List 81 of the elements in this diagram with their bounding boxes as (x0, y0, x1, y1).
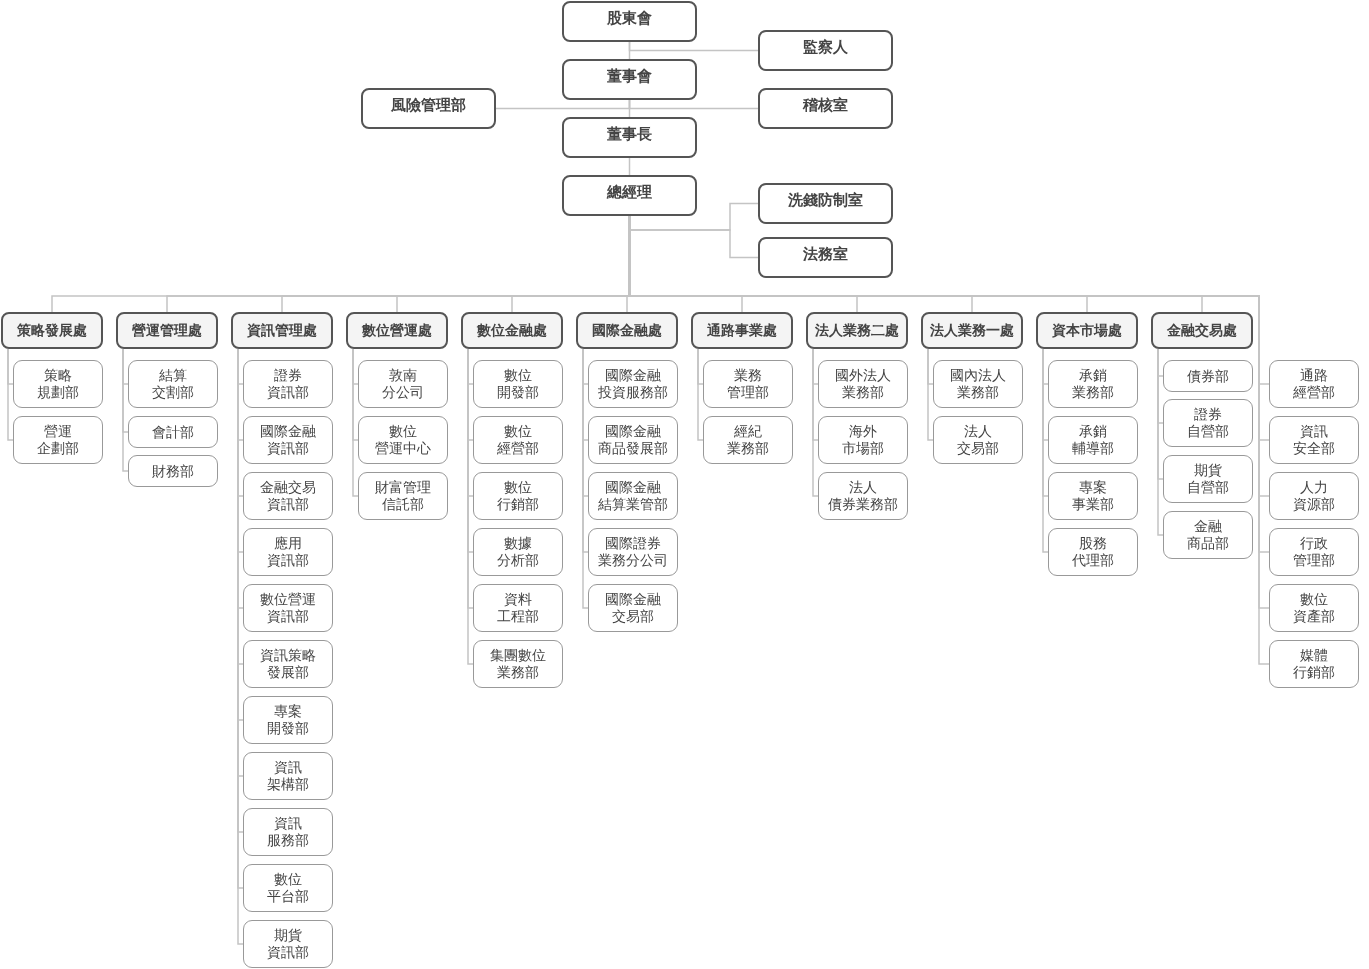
department-box: 法人債券業務部 (818, 472, 908, 520)
position-box: 董事會 (562, 59, 697, 100)
department-box: 策略規劃部 (13, 360, 103, 408)
department-box: 應用資訊部 (243, 528, 333, 576)
department-box: 敦南分公司 (358, 360, 448, 408)
position-box: 風險管理部 (361, 88, 496, 129)
division-box: 法人業務二處 (806, 312, 908, 349)
department-box: 數位經營部 (473, 416, 563, 464)
department-box: 國際證券業務分公司 (588, 528, 678, 576)
department-box: 期貨資訊部 (243, 920, 333, 968)
department-box: 國際金融商品發展部 (588, 416, 678, 464)
department-box: 法人交易部 (933, 416, 1023, 464)
department-box: 海外市場部 (818, 416, 908, 464)
connector-line (1157, 348, 1164, 536)
division-box: 國際金融處 (576, 312, 678, 349)
connector-line (122, 348, 129, 472)
division-box: 資訊管理處 (231, 312, 333, 349)
department-box: 數位平台部 (243, 864, 333, 912)
department-box: 金融商品部 (1163, 511, 1253, 559)
department-box: 承銷業務部 (1048, 360, 1138, 408)
department-box: 資料工程部 (473, 584, 563, 632)
connector-line (1042, 348, 1049, 553)
department-box: 國際金融投資服務部 (588, 360, 678, 408)
department-box: 數位開發部 (473, 360, 563, 408)
department-box: 行政管理部 (1269, 528, 1359, 576)
department-box: 人力資源部 (1269, 472, 1359, 520)
position-box: 法務室 (758, 237, 893, 278)
department-box: 資訊架構部 (243, 752, 333, 800)
connector-line (582, 348, 589, 609)
department-box: 集團數位業務部 (473, 640, 563, 688)
department-box: 會計部 (128, 416, 218, 448)
department-box: 通路經營部 (1269, 360, 1359, 408)
department-box: 經紀業務部 (703, 416, 793, 464)
department-box: 國內法人業務部 (933, 360, 1023, 408)
department-box: 期貨自營部 (1163, 455, 1253, 503)
division-box: 數位營運處 (346, 312, 448, 349)
department-box: 數位資產部 (1269, 584, 1359, 632)
connector-line (467, 348, 474, 665)
department-box: 證券資訊部 (243, 360, 333, 408)
department-box: 資訊服務部 (243, 808, 333, 856)
division-box: 數位金融處 (461, 312, 563, 349)
division-box: 通路事業處 (691, 312, 793, 349)
department-box: 資訊策略發展部 (243, 640, 333, 688)
department-box: 財務部 (128, 455, 218, 487)
division-box: 法人業務一處 (921, 312, 1023, 349)
division-box: 金融交易處 (1151, 312, 1253, 349)
department-box: 數據分析部 (473, 528, 563, 576)
department-box: 證券自營部 (1163, 399, 1253, 447)
department-box: 股務代理部 (1048, 528, 1138, 576)
department-box: 金融交易資訊部 (243, 472, 333, 520)
position-box: 董事長 (562, 117, 697, 158)
department-box: 專案開發部 (243, 696, 333, 744)
department-box: 專案事業部 (1048, 472, 1138, 520)
department-box: 國際金融交易部 (588, 584, 678, 632)
department-box: 資訊安全部 (1269, 416, 1359, 464)
connector-line (697, 348, 704, 441)
department-box: 數位營運資訊部 (243, 584, 333, 632)
position-box: 總經理 (562, 175, 697, 216)
division-box: 資本市場處 (1036, 312, 1138, 349)
position-box: 監察人 (758, 30, 893, 71)
position-box: 稽核室 (758, 88, 893, 129)
department-box: 數位營運中心 (358, 416, 448, 464)
department-box: 媒體行銷部 (1269, 640, 1359, 688)
connector-line (812, 348, 819, 497)
connector-line (927, 348, 934, 441)
position-box: 洗錢防制室 (758, 183, 893, 224)
position-box: 股東會 (562, 1, 697, 42)
department-box: 承銷輔導部 (1048, 416, 1138, 464)
department-box: 數位行銷部 (473, 472, 563, 520)
department-box: 國際金融資訊部 (243, 416, 333, 464)
division-box: 營運管理處 (116, 312, 218, 349)
department-box: 國際金融結算業管部 (588, 472, 678, 520)
connector-line (352, 348, 359, 497)
department-box: 結算交割部 (128, 360, 218, 408)
department-box: 業務管理部 (703, 360, 793, 408)
department-box: 財富管理信託部 (358, 472, 448, 520)
connector-line (7, 348, 14, 441)
department-box: 營運企劃部 (13, 416, 103, 464)
department-box: 國外法人業務部 (818, 360, 908, 408)
department-box: 債券部 (1163, 360, 1253, 392)
division-box: 策略發展處 (1, 312, 103, 349)
